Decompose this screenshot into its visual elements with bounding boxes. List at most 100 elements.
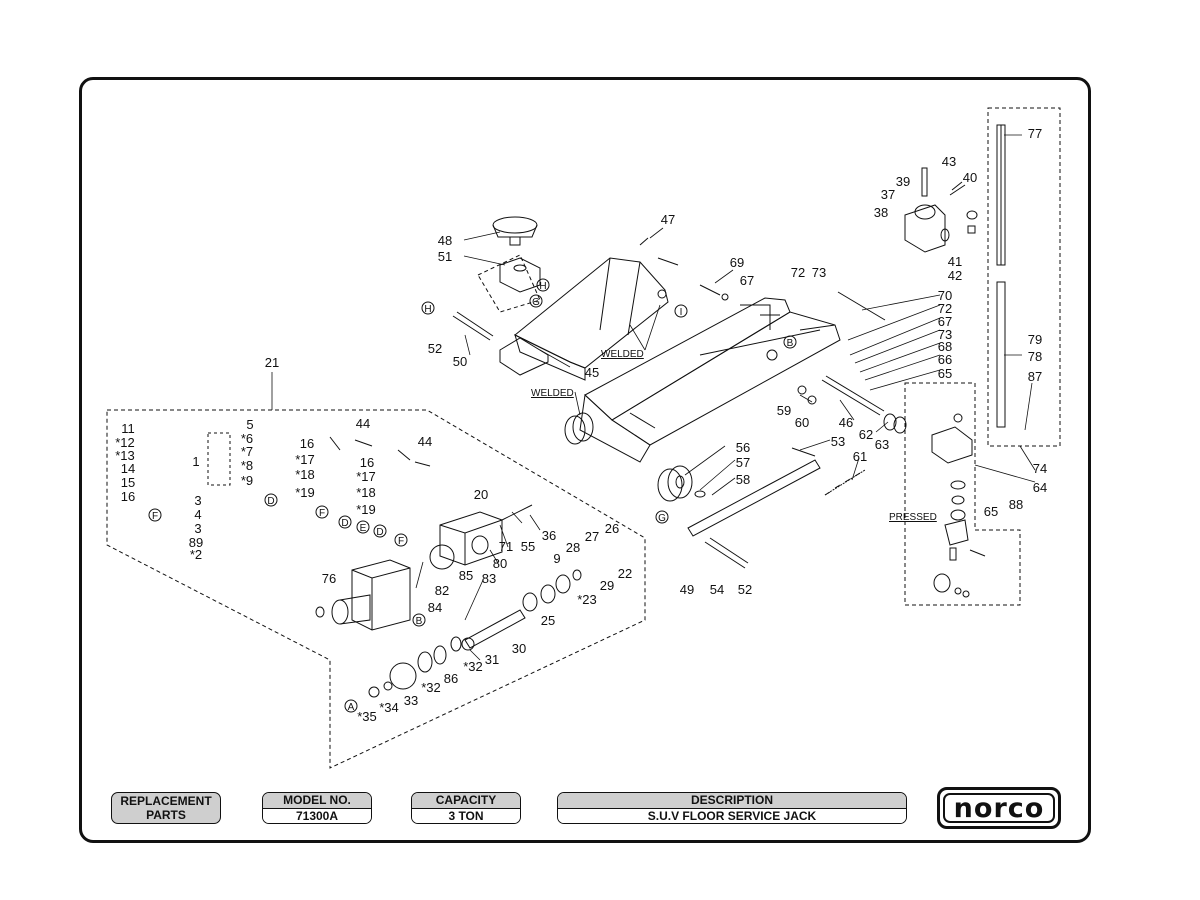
connecting-bars: [452, 291, 907, 569]
callout-58: 58: [736, 472, 750, 487]
model-number-box: MODEL NO. 71300A: [262, 792, 372, 824]
front-wheel: [657, 465, 693, 502]
callout-4: 4: [194, 507, 201, 522]
callout-56: 56: [736, 440, 750, 455]
callout-60: 60: [795, 415, 809, 430]
caster-wheel: [564, 412, 594, 445]
description-box: DESCRIPTION S.U.V FLOOR SERVICE JACK: [557, 792, 907, 824]
callout-76: 76: [322, 571, 336, 586]
callout-32: *32: [463, 659, 483, 674]
ref-letter-f: F: [152, 511, 158, 522]
leader-lines: [271, 134, 1036, 661]
callout-51: 51: [438, 249, 452, 264]
callout-77: 77: [1028, 126, 1042, 141]
capacity-value: 3 TON: [412, 809, 520, 823]
capacity-box: CAPACITY 3 TON: [411, 792, 521, 824]
callout-9: *9: [241, 473, 253, 488]
callout-43: 43: [942, 154, 956, 169]
callout-38: 38: [874, 205, 888, 220]
handle-tubes: [996, 124, 1006, 428]
callout-14: 14: [121, 461, 135, 476]
callout-55: 55: [521, 539, 535, 554]
ref-letter-d: D: [267, 496, 274, 507]
replacement-label: REPLACEMENT: [120, 794, 212, 808]
callout-85: 85: [459, 568, 473, 583]
note-welded-frame: WELDED: [531, 388, 574, 399]
callout-65: 65: [938, 366, 952, 381]
callout-79: 79: [1028, 332, 1042, 347]
callout-89: 89: [189, 535, 203, 550]
ref-letter-e: E: [360, 523, 367, 534]
saddle: [492, 216, 541, 293]
callout-27: 27: [585, 529, 599, 544]
callout-62: 62: [859, 427, 873, 442]
callout-16b: 16: [300, 436, 314, 451]
callout-88: 88: [1009, 497, 1023, 512]
callout-20: 20: [474, 487, 488, 502]
callout-2: *2: [190, 547, 202, 562]
callout-57: 57: [736, 455, 750, 470]
replacement-parts-badge: REPLACEMENT PARTS: [111, 792, 221, 824]
ref-letter-d3: D: [376, 527, 383, 538]
callout-36: 36: [542, 528, 556, 543]
callout-30: 30: [512, 641, 526, 656]
callout-52b: 52: [738, 582, 752, 597]
callout-28: 28: [566, 540, 580, 555]
callout-53: 53: [831, 434, 845, 449]
callout-8: *8: [241, 458, 253, 473]
callout-69: 69: [730, 255, 744, 270]
callout-48: 48: [438, 233, 452, 248]
callout-86: 86: [444, 671, 458, 686]
callout-18b: *18: [356, 485, 376, 500]
callout-49: 49: [680, 582, 694, 597]
callout-19b: *19: [356, 502, 376, 517]
ref-letter-g2: G: [658, 513, 666, 524]
pump-subgroup-outline: [207, 432, 231, 486]
handle-yoke: [904, 167, 978, 253]
callout-19: *19: [295, 485, 315, 500]
capacity-label: CAPACITY: [412, 793, 520, 809]
callout-21: 21: [265, 355, 279, 370]
callout-17: *17: [295, 452, 315, 467]
callout-65b: 65: [984, 504, 998, 519]
callout-6: *6: [241, 431, 253, 446]
callout-18: *18: [295, 467, 315, 482]
callout-80: 80: [493, 556, 507, 571]
callout-68: 68: [938, 339, 952, 354]
callout-11: 11: [121, 421, 135, 436]
callout-78: 78: [1028, 349, 1042, 364]
callout-34: *34: [379, 700, 399, 715]
callout-35: *35: [357, 709, 377, 724]
callout-67: 67: [740, 273, 754, 288]
ref-letter-h2: H: [424, 304, 431, 315]
callout-31: 31: [485, 652, 499, 667]
callout-5: 5: [246, 417, 253, 432]
callout-25: 25: [541, 613, 555, 628]
callout-45: 45: [585, 365, 599, 380]
pump-assembly-outline: [106, 409, 646, 769]
callout-12: *12: [115, 435, 135, 450]
drawing-frame: [79, 77, 1091, 843]
callout-3b: 3: [194, 521, 201, 536]
callout-42: 42: [948, 268, 962, 283]
ref-letter-b: B: [416, 616, 423, 627]
callout-61: 61: [853, 449, 867, 464]
pump-block: [315, 559, 411, 631]
callout-9b: 9: [553, 551, 560, 566]
callout-84: 84: [428, 600, 442, 615]
callout-74: 74: [1033, 461, 1047, 476]
callout-70: 70: [938, 288, 952, 303]
saddle-outline: [477, 254, 541, 313]
pins-and-bolts: [329, 237, 861, 521]
callout-26: 26: [605, 521, 619, 536]
callout-66: 66: [938, 352, 952, 367]
callout-32b: *32: [421, 680, 441, 695]
ram-cylinder: [368, 569, 582, 698]
handle-socket: [931, 413, 986, 598]
callout-67b: 67: [938, 314, 952, 329]
callout-15: 15: [121, 475, 135, 490]
callout-87: 87: [1028, 369, 1042, 384]
handle-assembly-outline: [987, 107, 1061, 447]
ref-letter-f2: F: [319, 508, 325, 519]
